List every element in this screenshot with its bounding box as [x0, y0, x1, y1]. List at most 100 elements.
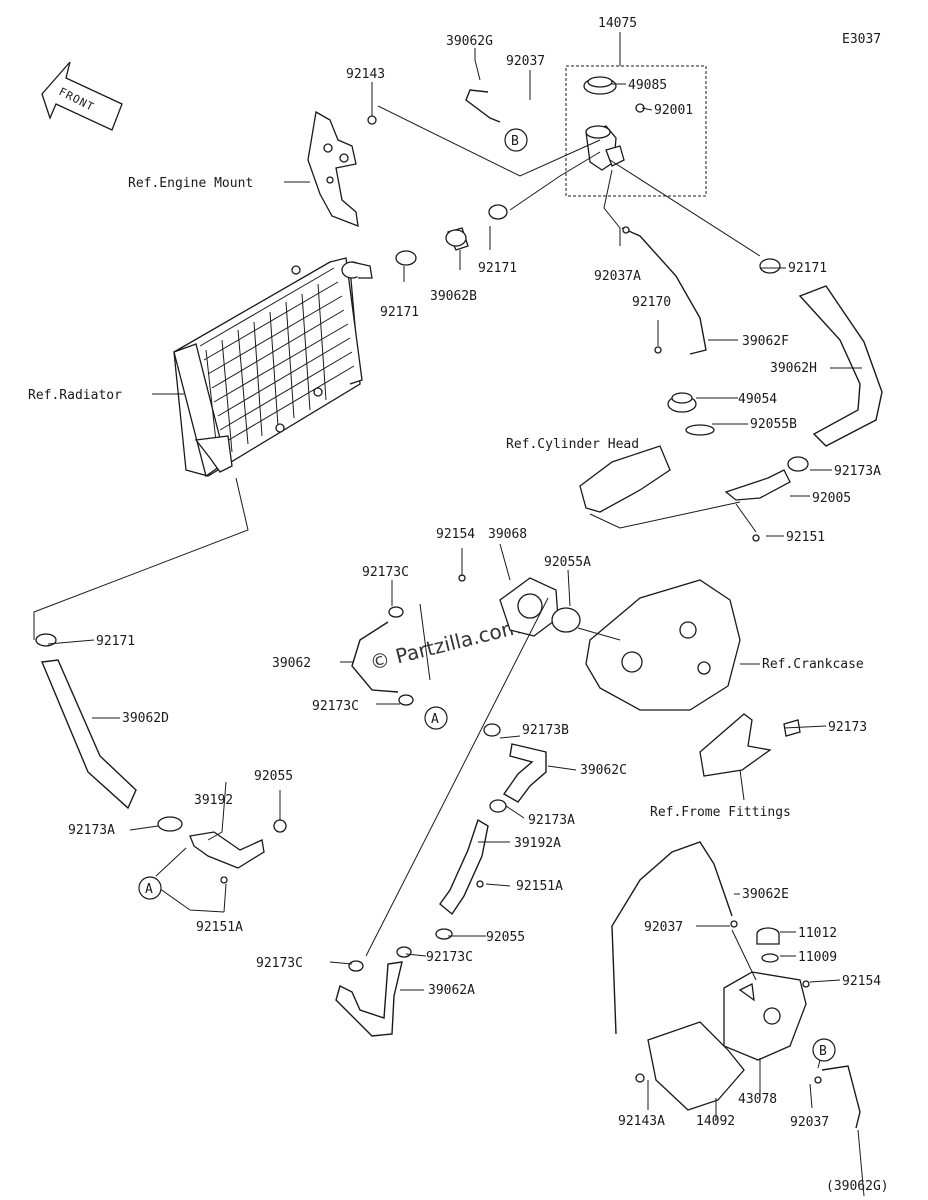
callout-39062E: 39062E	[742, 887, 789, 902]
oring-92055-mid	[435, 928, 453, 940]
callout-11012: 11012	[798, 926, 837, 941]
callout-92151: 92151	[786, 530, 825, 545]
engine-mount-shape	[307, 110, 359, 228]
clamp-92173C-c	[348, 960, 364, 972]
hose-39062H	[798, 285, 883, 447]
callout-92173A-top: 92173A	[834, 464, 881, 479]
callout-92037-top: 92037	[506, 54, 545, 69]
hose-39062D	[40, 659, 137, 810]
marker-b-bottom	[812, 1038, 836, 1062]
clamp-92173C-d	[396, 946, 412, 958]
callout-92037-right: 92037	[644, 920, 683, 935]
ref-cylinder-head: Ref.Cylinder Head	[506, 437, 639, 452]
hose-39062	[351, 621, 399, 693]
callout-92173C-d: 92173C	[256, 956, 303, 971]
pump-cover-39068	[499, 577, 559, 637]
callout-92037-bottom: 92037	[790, 1115, 829, 1130]
marker-b-top-label: B	[511, 134, 519, 149]
callout-49054: 49054	[738, 392, 777, 407]
callout-39062C: 39062C	[580, 763, 627, 778]
callout-92170: 92170	[632, 295, 671, 310]
hose-39062E	[611, 841, 733, 1035]
clamp-92173A-mid	[489, 799, 507, 813]
clamp-92171-c	[759, 258, 781, 274]
callout-92055-left: 92055	[254, 769, 293, 784]
ref-engine-mount: Ref.Engine Mount	[128, 176, 253, 191]
callout-92055-mid: 92055	[486, 930, 525, 945]
marker-b-top	[504, 128, 528, 152]
hose-39062G-ref	[821, 1065, 861, 1129]
callout-92055B: 92055B	[750, 417, 797, 432]
callout-92055A: 92055A	[544, 555, 591, 570]
ref-radiator: Ref.Radiator	[28, 388, 122, 403]
hose-39062C	[502, 743, 547, 803]
callout-92001: 92001	[654, 103, 693, 118]
hose-39062B	[445, 227, 469, 251]
clamp-92173B	[483, 723, 501, 737]
callout-92171-c: 92171	[788, 261, 827, 276]
clamp-92171-a	[395, 250, 417, 266]
callout-39062B: 39062B	[430, 289, 477, 304]
callout-92173C-b: 92173C	[312, 699, 359, 714]
callout-39192A: 39192A	[514, 836, 561, 851]
callout-92173C-c: 92173C	[426, 950, 473, 965]
callout-39062D: 39062D	[122, 711, 169, 726]
callout-92171-b: 92171	[478, 261, 517, 276]
hose-39062G	[465, 89, 501, 123]
marker-b-bottom-label: B	[819, 1044, 827, 1059]
callout-92173C-a: 92173C	[362, 565, 409, 580]
clamp-92171-b	[488, 204, 508, 220]
radiator-shape	[173, 257, 373, 478]
callout-92151A-left: 92151A	[196, 920, 243, 935]
callout-11009: 11009	[798, 950, 837, 965]
leader-lines	[33, 32, 865, 1197]
ref-crankcase: Ref.Crankcase	[762, 657, 864, 672]
clamp-92173A-top	[787, 456, 809, 472]
callout-39062G-ref: (39062G)	[826, 1179, 889, 1194]
callout-49085: 49085	[628, 78, 667, 93]
clamp-92173C-a	[388, 606, 404, 618]
oring-92055-left	[273, 819, 287, 833]
pipe-39192A	[439, 818, 489, 916]
marker-a-left	[138, 876, 162, 900]
gasket-11009	[761, 953, 779, 963]
callout-39062H: 39062H	[770, 361, 817, 376]
callout-92151A-mid: 92151A	[516, 879, 563, 894]
ref-frame-fittings: Ref.Frome Fittings	[650, 805, 791, 820]
clamp-92171-d	[35, 633, 57, 647]
fitting-92005	[724, 469, 791, 501]
clamp-92173A-left	[157, 816, 183, 832]
callout-14092: 14092	[696, 1114, 735, 1129]
hose-39062F	[621, 227, 707, 355]
callout-39062F: 39062F	[742, 334, 789, 349]
reservoir-tank-43078	[723, 971, 807, 1061]
frame-fittings-shape	[699, 713, 772, 777]
front-arrow-icon: FRONT	[41, 61, 123, 131]
callout-92173A-left: 92173A	[68, 823, 115, 838]
callout-92173: 92173	[828, 720, 867, 735]
callout-92154-mid: 92154	[436, 527, 475, 542]
cylinder-head-shape	[579, 445, 671, 513]
callout-92005: 92005	[812, 491, 851, 506]
gasket-92055B	[685, 424, 715, 436]
callout-92171-a: 92171	[380, 305, 419, 320]
callout-92037A: 92037A	[594, 269, 641, 284]
callout-92173A-mid: 92173A	[528, 813, 575, 828]
cover-14092	[647, 1021, 745, 1111]
callout-92143: 92143	[346, 67, 385, 82]
callout-39062: 39062	[272, 656, 311, 671]
callout-92154-right: 92154	[842, 974, 881, 989]
oring-92055A	[551, 607, 581, 633]
marker-a-mid-label: A	[431, 712, 439, 727]
clamp-92173C-b	[398, 694, 414, 706]
cap-49054	[667, 392, 697, 413]
callout-92171-d: 92171	[96, 634, 135, 649]
marker-a-left-label: A	[145, 882, 153, 897]
callout-39068: 39068	[488, 527, 527, 542]
callout-39062G: 39062G	[446, 34, 493, 49]
callout-14075: 14075	[598, 16, 637, 31]
crankcase-shape	[585, 579, 741, 711]
callout-43078: 43078	[738, 1092, 777, 1107]
hose-39062A	[335, 961, 403, 1037]
